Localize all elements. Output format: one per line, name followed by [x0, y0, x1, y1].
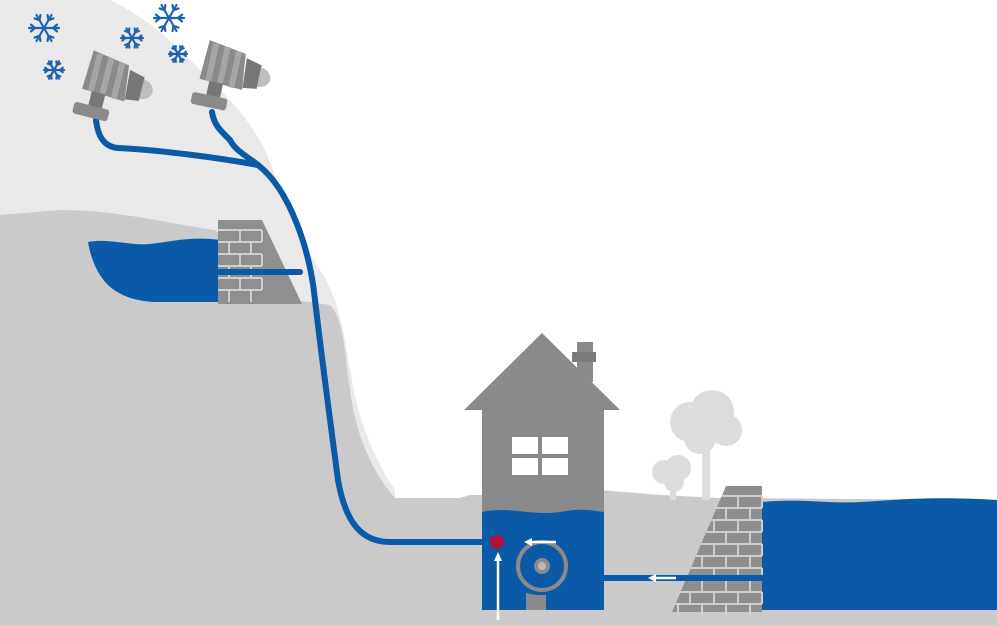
- upper-reservoir-water: [88, 238, 220, 302]
- house-roof: [464, 333, 620, 410]
- branch-pipe: [93, 117, 261, 168]
- snowflake-icon: [42, 60, 66, 80]
- branch-pipe: [209, 109, 233, 143]
- flow-arrow-icon: [524, 538, 556, 546]
- tree-icon: [670, 390, 742, 500]
- pipe-network: [93, 109, 773, 595]
- snow-cannon-icon: [190, 40, 271, 111]
- upper-brick-wall: [218, 220, 302, 304]
- pump-loop-pipe: [495, 539, 578, 595]
- lower-reservoir-water: [762, 498, 997, 610]
- flow-arrow-icon: [494, 552, 502, 620]
- snow-cannon-icon: [72, 50, 153, 122]
- snowflake-icon: [27, 13, 61, 43]
- snowflake-icon: [119, 27, 145, 49]
- snowflake-icon: [167, 45, 189, 63]
- tree-icon: [652, 455, 691, 500]
- pump-icon: [516, 540, 568, 592]
- valve-icon: [490, 535, 504, 549]
- house-window: [512, 437, 568, 475]
- snowflake-icon: [152, 3, 186, 33]
- flow-arrow-icon: [648, 574, 676, 582]
